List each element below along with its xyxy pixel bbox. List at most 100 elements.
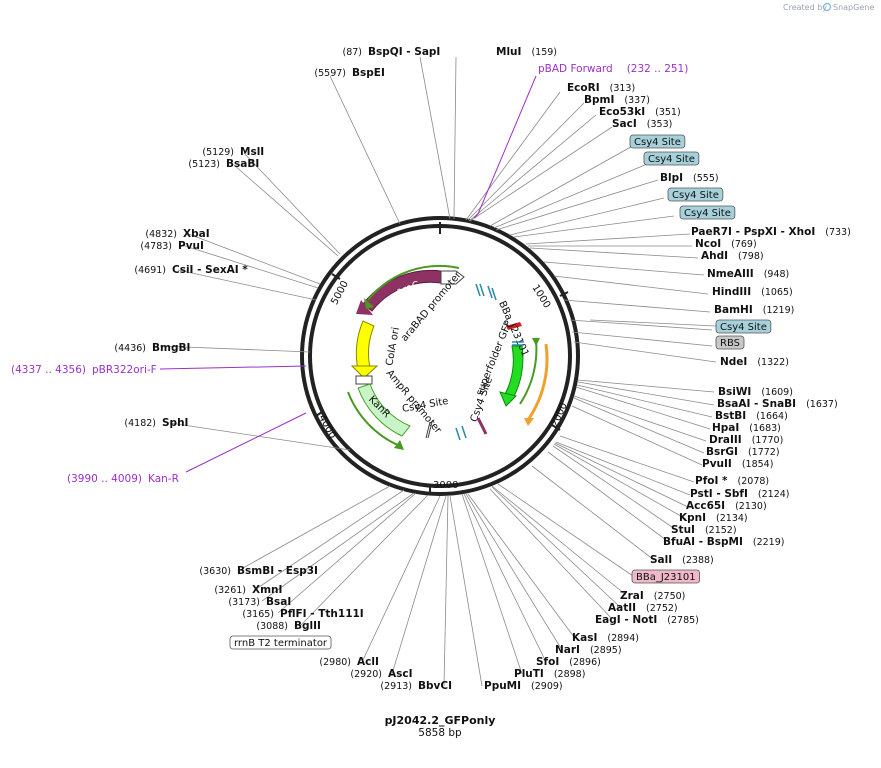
site-pluti-position: (2898) (554, 669, 586, 680)
site-paer7i-label: PaeR7I - PspXI - XhoI (691, 226, 815, 238)
box-label-1: Csy4 Site (648, 154, 695, 165)
ampr-promoter-arrow[interactable] (355, 375, 373, 385)
site-ndei-label: NdeI (720, 356, 747, 368)
site-bsiwi-label: BsiWI (718, 386, 751, 398)
site-bsai-label: BsaI (266, 596, 291, 608)
csy4-site-lower[interactable] (425, 421, 433, 439)
site-pfoi-label: PfoI * (695, 475, 728, 487)
site-ndei-position: (1322) (757, 357, 789, 368)
site-acli-label: AclI (357, 656, 379, 668)
site-nari-position: (2895) (590, 645, 622, 656)
site-xmni-position: (3261) (214, 585, 246, 596)
arabad-arrow[interactable] (440, 270, 465, 285)
feature-box-0[interactable] (629, 134, 686, 149)
site-bfuai-position: (2219) (753, 537, 785, 548)
site-bspei-label: BspEI (352, 67, 385, 79)
snapgene-logo (822, 2, 832, 12)
site-hpai-position: (1683) (749, 423, 781, 434)
site-pluti-label: PluTI (514, 668, 544, 680)
site-bspqi-label: BspQI - SapI (368, 46, 440, 58)
cola-ori-feature[interactable] (350, 320, 379, 379)
site-pvuii-label: PvuII (702, 458, 732, 470)
site-bsabi-position: (5123) (188, 159, 220, 170)
site-draiii-position: (1770) (752, 435, 784, 446)
tick-marks (315, 273, 569, 492)
primer-pbr322orif-range: (4337 .. 4356) (11, 364, 86, 376)
feature-box-7[interactable] (229, 635, 332, 650)
site-bsai-position: (3173) (228, 597, 260, 608)
site-ahdi-position: (798) (738, 251, 764, 262)
site-pflfi-label: PflFI - Tth111I (280, 608, 364, 620)
site-ecori-label: EcoRI (567, 82, 600, 94)
green-arc-gfp (519, 338, 540, 405)
primer-kanr-label: Kan-R (148, 473, 179, 485)
site-mlui-position: (159) (531, 47, 557, 58)
primer-pbadforward-label: pBAD Forward (538, 63, 613, 75)
site-bsabi-label: BsaBI (226, 158, 259, 170)
site-saci-position: (353) (647, 119, 673, 130)
feature-box-1[interactable] (643, 151, 700, 166)
site-kpni-label: KpnI (679, 512, 706, 524)
feature-box-3[interactable] (679, 205, 736, 220)
site-pvui-label: PvuI (178, 240, 204, 252)
leader-lines (159, 56, 717, 687)
site-acli-position: (2980) (319, 657, 351, 668)
site-blpi-label: BlpI (660, 172, 683, 184)
cola-ori-label: ColA ori (384, 326, 402, 366)
site-bspqi-position: (87) (342, 47, 362, 58)
box-label-2: Csy4 Site (672, 190, 719, 201)
site-labels: BspQI - SapI(87)MluI(159)BspEI(5597)EcoR… (11, 46, 851, 692)
site-pvuii-position: (1854) (742, 459, 774, 470)
box-label-7: rrnB T2 terminator (234, 638, 328, 649)
site-ncoi-label: NcoI (695, 238, 721, 250)
site-sfoi-label: SfoI (536, 656, 559, 668)
site-bsaai-label: BsaAI - SnaBI (717, 398, 796, 410)
box-label-6: BBa_J23101 (636, 572, 696, 583)
site-asci-position: (2920) (350, 669, 382, 680)
site-sali-position: (2388) (682, 555, 714, 566)
site-msli-position: (5129) (202, 147, 234, 158)
site-bsmbi-position: (3630) (199, 566, 231, 577)
bba-j23101-inner[interactable] (506, 322, 522, 330)
site-paer7i-position: (733) (825, 227, 851, 238)
gfp-feature[interactable] (499, 345, 524, 407)
site-eco53ki-position: (351) (655, 107, 681, 118)
credit-text: Created by (783, 3, 827, 12)
site-ncoi-position: (769) (731, 239, 757, 250)
green-arc-arac (364, 264, 460, 309)
site-bbvci-label: BbvCI (418, 680, 452, 692)
site-eco53ki-label: Eco53kI (599, 106, 645, 118)
site-bmgbi-position: (4436) (114, 343, 146, 354)
kanr-feature[interactable] (357, 383, 411, 437)
box-label-3: Csy4 Site (684, 208, 731, 219)
site-stui-label: StuI (671, 524, 695, 536)
site-asci-label: AscI (388, 668, 413, 680)
feature-box-6[interactable] (631, 569, 701, 584)
site-pvui-position: (4783) (140, 241, 172, 252)
site-aatii-position: (2752) (646, 603, 678, 614)
site-ecori-position: (313) (610, 83, 636, 94)
primer-lines (159, 75, 537, 473)
feature-box-5[interactable] (715, 335, 745, 350)
site-psti-label: PstI - SbfI (690, 488, 748, 500)
plasmid-length: 5858 bp (418, 727, 462, 739)
site-psti-position: (2124) (758, 489, 790, 500)
csy4-sites-upper[interactable] (455, 283, 524, 441)
site-bstbi-label: BstBI (715, 410, 746, 422)
feature-box-4[interactable] (715, 319, 772, 334)
site-kasi-label: KasI (572, 632, 597, 644)
site-kasi-position: (2894) (607, 633, 639, 644)
tick-3000: 3000 (433, 480, 458, 491)
site-acc65i-position: (2130) (735, 501, 767, 512)
site-bstbi-position: (1664) (756, 411, 788, 422)
site-bfuai-label: BfuAI - BspMI (663, 536, 743, 548)
credit-brand: SnapGene (833, 3, 874, 12)
site-bsiwi-position: (1609) (761, 387, 793, 398)
box-label-4: Csy4 Site (720, 322, 767, 333)
site-xmni-label: XmnI (252, 584, 282, 596)
site-zrai-label: ZraI (620, 590, 644, 602)
site-bamhi-position: (1219) (763, 305, 795, 316)
feature-box-2[interactable] (667, 187, 724, 202)
primer-pbr322orif-label: pBR322ori-F (92, 364, 157, 376)
